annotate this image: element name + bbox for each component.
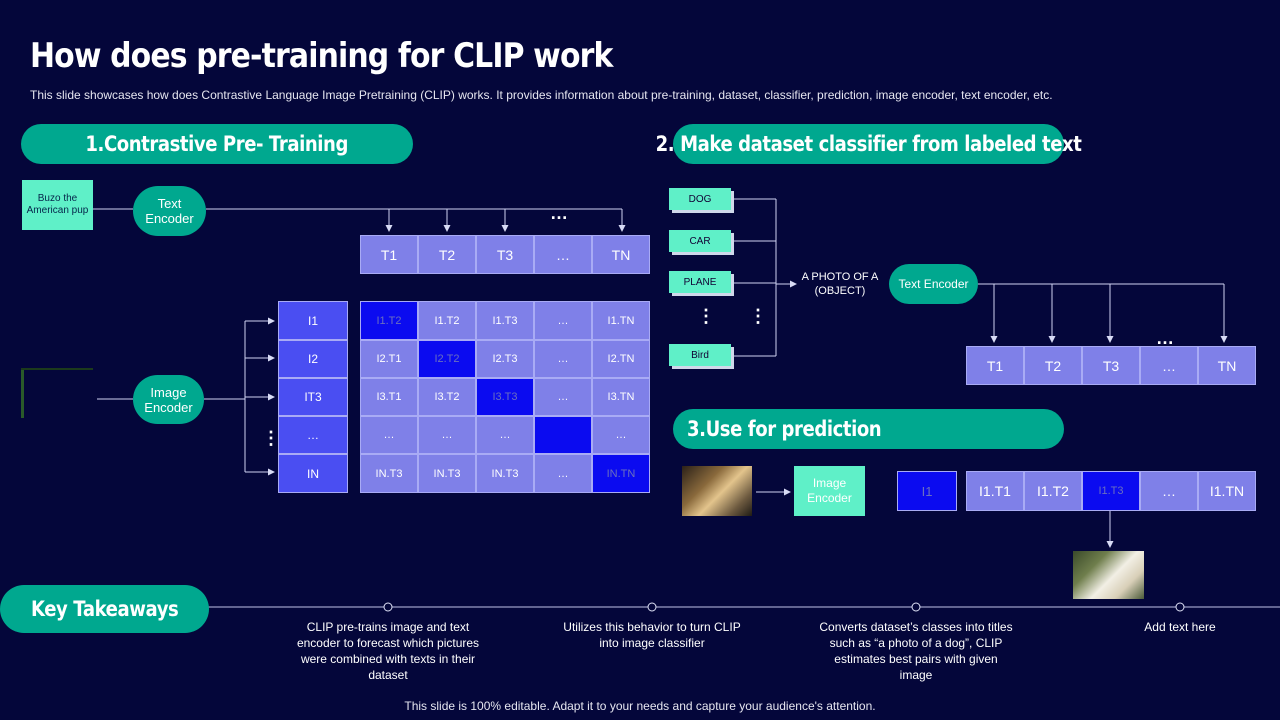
pretraining-i-cell: … [278, 416, 348, 454]
dataset-label-box: PLANE [669, 271, 731, 293]
dataset-label-box: DOG [669, 188, 731, 210]
pretraining-matrix-cell: … [534, 454, 592, 493]
takeaway-2: Utilizes this behavior to turn CLIP into… [563, 620, 741, 650]
pretraining-matrix-cell: I2.TN [592, 340, 650, 378]
prediction-row-cell: I1.TN [1198, 471, 1256, 511]
pretraining-header-cell: TN [592, 235, 650, 274]
pretraining-header-cell: … [534, 235, 592, 274]
pretraining-matrix-cell: IN.TN [592, 454, 650, 493]
vertical-ellipsis-2b: ⋮ [749, 306, 769, 326]
pretraining-matrix-cell: … [418, 416, 476, 454]
footer-note: This slide is 100% editable. Adapt it to… [404, 699, 876, 713]
pretraining-i-cell: IN [278, 454, 348, 493]
section-3-title: 3.Use for prediction [687, 417, 882, 441]
dataset-label-box: CAR [669, 230, 731, 252]
pretraining-matrix-cell: … [534, 301, 592, 340]
pretraining-matrix-cell: … [360, 416, 418, 454]
prediction-row-cell: I1.T2 [1024, 471, 1082, 511]
vertical-ellipsis-1: ⋮ [262, 428, 282, 448]
pretraining-i-cell: IT3 [278, 378, 348, 416]
prompt-text: A PHOTO OF A (OBJECT) [801, 271, 879, 297]
pretraining-matrix-cell: … [534, 378, 592, 416]
pretraining-matrix-cell: … [476, 416, 534, 454]
pretraining-header-cell: T2 [418, 235, 476, 274]
dataset-header-cell: T1 [966, 346, 1024, 385]
pretraining-matrix-cell: I1.T2 [360, 301, 418, 340]
dataset-header-cell: T3 [1082, 346, 1140, 385]
section-2-header: 2. Make dataset classifier from labeled … [656, 124, 1082, 164]
pretraining-matrix-cell: … [534, 340, 592, 378]
pretraining-header-cell: T3 [476, 235, 534, 274]
pretraining-matrix-cell [534, 416, 592, 454]
pretraining-matrix-cell: I2.T3 [476, 340, 534, 378]
ellipsis-top-1: … [550, 203, 570, 223]
pretraining-matrix-cell: I3.T3 [476, 378, 534, 416]
pretraining-matrix-cell: I2.T1 [360, 340, 418, 378]
dataset-label-box: Bird [669, 344, 731, 366]
prediction-image-encoder: Image Encoder [794, 466, 865, 516]
pretraining-matrix-cell: IN.T3 [360, 454, 418, 493]
pretraining-matrix-cell: IN.T3 [476, 454, 534, 493]
dataset-text-encoder-node: Text Encoder [889, 264, 978, 304]
image-input-top-edge [21, 368, 93, 370]
pretraining-matrix-cell: IN.T3 [418, 454, 476, 493]
dataset-header-cell: T2 [1024, 346, 1082, 385]
takeaway-3: Converts dataset’s classes into titles s… [819, 620, 1013, 682]
prediction-i-cell: I1 [897, 471, 957, 511]
pretraining-i-cell: I2 [278, 340, 348, 378]
page-title: How does pre-training for CLIP work [30, 36, 613, 76]
takeaway-1: CLIP pre-trains image and text encoder t… [296, 620, 480, 682]
prediction-row-cell: … [1140, 471, 1198, 511]
dog-photo [682, 466, 752, 516]
dataset-header-cell: … [1140, 346, 1198, 385]
section-2-title: 2. Make dataset classifier from labeled … [655, 132, 1082, 156]
pretraining-matrix-cell: I2.T2 [418, 340, 476, 378]
section-1-header: 1.Contrastive Pre- Training [21, 124, 413, 164]
prediction-row-cell: I1.T3 [1082, 471, 1140, 511]
dataset-header-cell: TN [1198, 346, 1256, 385]
takeaways-title: Key Takeaways [30, 597, 179, 621]
pretraining-matrix-cell: I1.T3 [476, 301, 534, 340]
text-input-box: Buzo the American pup [22, 180, 93, 230]
text-encoder-node: Text Encoder [133, 186, 206, 236]
ellipsis-top-2: … [1156, 328, 1176, 348]
prediction-row-cell: I1.T1 [966, 471, 1024, 511]
image-input-placeholder [21, 368, 24, 418]
pretraining-matrix-cell: I3.T1 [360, 378, 418, 416]
page-subtitle: This slide showcases how does Contrastiv… [30, 88, 1053, 102]
section-3-header: 3.Use for prediction [673, 409, 1064, 449]
result-dog-photo [1073, 551, 1144, 599]
pretraining-matrix-cell: I1.TN [592, 301, 650, 340]
pretraining-matrix-cell: I3.T2 [418, 378, 476, 416]
pretraining-matrix-cell: I3.TN [592, 378, 650, 416]
section-1-title: 1.Contrastive Pre- Training [85, 132, 349, 156]
takeaway-4: Add text here [1144, 620, 1216, 634]
vertical-ellipsis-2a: ⋮ [697, 306, 717, 326]
takeaways-header: Key Takeaways [0, 585, 209, 633]
pretraining-header-cell: T1 [360, 235, 418, 274]
pretraining-matrix-cell: … [592, 416, 650, 454]
image-encoder-node: Image Encoder [133, 375, 204, 424]
pretraining-i-cell: I1 [278, 301, 348, 340]
pretraining-matrix-cell: I1.T2 [418, 301, 476, 340]
